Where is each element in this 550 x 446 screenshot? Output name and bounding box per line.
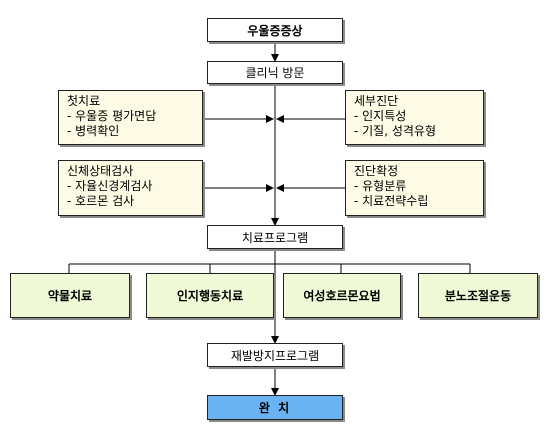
detail-diagnosis-item-1: - 인지특성 [354,109,407,123]
detail-diagnosis-title: 세부진단 [354,94,399,108]
treatment-anger-exercise: 분노조절운동 [418,273,538,318]
first-treatment-item-2: - 병력확인 [67,124,120,138]
first-treatment-title: 첫치료 [67,94,101,108]
confirm-diagnosis-item-2: - 치료전략수립 [354,194,429,208]
physical-exam-title: 신체상태검사 [67,164,134,178]
confirm-diagnosis-title: 진단확정 [354,164,399,178]
symptom-node: 우울증증상 [207,18,343,42]
first-treatment-item-1: - 우울증 평가면담 [67,109,157,123]
treatment-hormone: 여성호르몬요법 [283,273,401,318]
physical-exam-item-1: - 자율신경계검사 [67,179,153,193]
treatment-cbt: 인지행동치료 [146,273,274,318]
clinic-visit-node: 클리닉 방문 [207,61,343,84]
confirm-diagnosis-item-1: - 유형분류 [354,179,407,193]
detail-diagnosis-box: 세부진단 - 인지특성 - 기질, 성격유형 [345,90,484,145]
treatment-program-node: 치료프로그램 [207,225,343,249]
treatment-medication: 약물치료 [10,273,130,318]
first-treatment-box: 첫치료 - 우울증 평가면담 - 병력확인 [58,90,203,145]
cure-node: 완 치 [207,395,343,420]
confirm-diagnosis-box: 진단확정 - 유형분류 - 치료전략수립 [345,160,484,216]
physical-exam-item-2: - 호르몬 검사 [67,194,135,208]
relapse-prevention-node: 재발방지프로그램 [207,343,343,367]
physical-exam-box: 신체상태검사 - 자율신경계검사 - 호르몬 검사 [58,160,203,216]
detail-diagnosis-item-2: - 기질, 성격유형 [354,124,437,138]
